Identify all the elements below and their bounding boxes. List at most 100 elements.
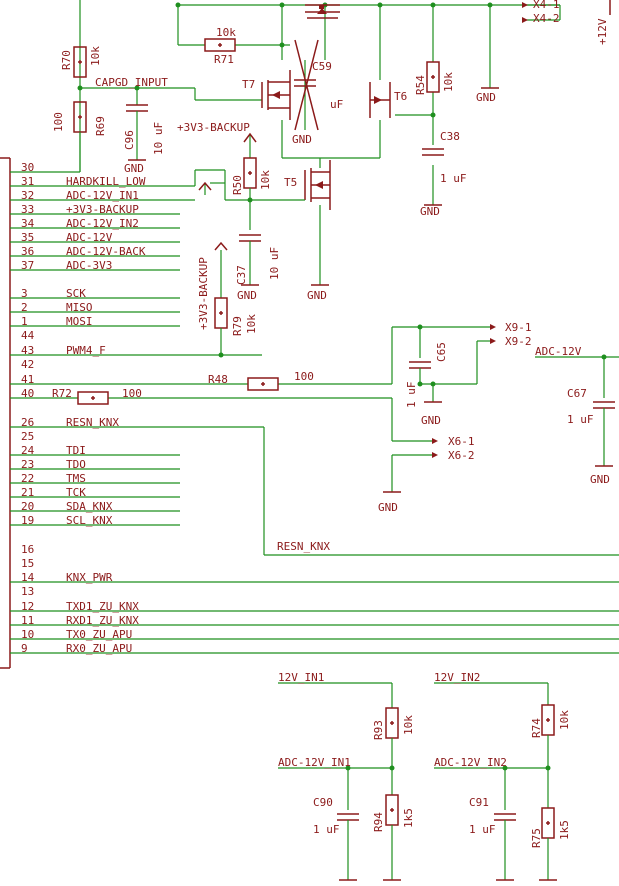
pin-number: 33 [21, 203, 34, 216]
t5-name: T5 [284, 176, 297, 189]
c96-value: 10 uF [152, 122, 165, 155]
resistor-r54: R54 10k [414, 61, 455, 95]
adc12v-label: ADC-12V [535, 345, 582, 358]
pin-number: 37 [21, 259, 34, 272]
c90-name: C90 [313, 796, 333, 809]
pin-number: 43 [21, 344, 34, 357]
gnd-c96: GND [124, 162, 144, 175]
c91-value: 1 uF [469, 823, 496, 836]
r72-name: R72 [52, 387, 72, 400]
c91-name: C91 [469, 796, 489, 809]
r72-value: 100 [122, 387, 142, 400]
pin-number: 31 [21, 175, 34, 188]
adc12v-c67: ADC-12V C67 1 uF GND [535, 345, 619, 486]
r54-name: R54 [414, 75, 427, 95]
pin-label: ADC-12V_IN2 [66, 217, 139, 230]
pin-label: TDO [66, 458, 86, 471]
pin-label: ADC-3V3 [66, 259, 112, 272]
c96-name: C96 [123, 130, 136, 150]
pin-number: 15 [21, 557, 34, 570]
r94-name: R94 [372, 812, 385, 832]
pin-number: 36 [21, 245, 34, 258]
r70-value: 10k [89, 46, 102, 66]
transistor-t6: T6 [369, 82, 407, 118]
pin-number: 16 [21, 543, 34, 556]
x6-2-label: X6-2 [448, 449, 475, 462]
pin-number: 1 [21, 315, 28, 328]
header-x4: X4-1 X4-2 +12V [522, 0, 611, 45]
capacitor-c96: C96 10 uF GND [123, 104, 165, 175]
pin-number: 41 [21, 373, 34, 386]
pin-number: 23 [21, 458, 34, 471]
pin-label: SCL_KNX [66, 514, 113, 527]
c38-name: C38 [440, 130, 460, 143]
transistor-t7: T7 [242, 70, 291, 120]
capacitor-c37: C37 10 uF GND GND [235, 234, 329, 302]
gnd-c65: GND [421, 414, 441, 427]
pin-number: 26 [21, 416, 34, 429]
gnd-c38: GND [420, 205, 440, 218]
divider-in1: 12V_IN1 ADC-12V_IN1 R93 10k C90 1 uF R94… [278, 671, 415, 881]
pin-number: 22 [21, 472, 34, 485]
r75-value: 1k5 [558, 820, 571, 840]
transistor-t5: T5 [284, 160, 331, 210]
resistor-r50: R50 10k [231, 157, 272, 195]
c59-value: uF [330, 98, 343, 111]
pin-label: HARDKILL_LOW [66, 175, 146, 188]
pin-number: 12 [21, 600, 34, 613]
x9-1-label: X9-1 [505, 321, 532, 334]
t5-wiring [10, 132, 321, 285]
pin-label: TDI [66, 444, 86, 457]
gnd-t5: GND [307, 289, 327, 302]
c90-value: 1 uF [313, 823, 340, 836]
pin-number: 32 [21, 189, 34, 202]
pin-number: 19 [21, 514, 34, 527]
pin-label: SCK [66, 287, 86, 300]
pin-number: 9 [21, 642, 28, 655]
pin-label: RX0_ZU_APU [66, 642, 132, 655]
in2-label: 12V_IN2 [434, 671, 480, 684]
r75-name: R75 [530, 828, 543, 848]
gnd-topright-label: GND [476, 91, 496, 104]
r54-value: 10k [442, 72, 455, 92]
pin-label: KNX_PWR [66, 571, 113, 584]
top-transistor [305, 4, 340, 19]
pin-label: TCK [66, 486, 86, 499]
pin-label: +3V3-BACKUP [66, 203, 139, 216]
capacitor-c38: C38 1 uF GND [420, 130, 467, 218]
resistor-r72: R72 100 [52, 387, 142, 405]
c59-name: C59 [312, 60, 332, 73]
v33-backup-mid: +3V3-BACKUP [197, 241, 228, 330]
x4-2-label: X4-2 [533, 12, 560, 25]
c38-value: 1 uF [440, 172, 467, 185]
capgd-input-label: CAPGD_INPUT [95, 76, 168, 89]
r94-value: 1k5 [402, 808, 415, 828]
pin-number: 14 [21, 571, 35, 584]
r79-name: R79 [231, 316, 244, 336]
pin-number: 21 [21, 486, 34, 499]
r48-value: 100 [294, 370, 314, 383]
r74-value: 10k [558, 710, 571, 730]
pin-label: ADC-12V-BACK [66, 245, 146, 258]
c65-value: 1 uF [405, 382, 418, 409]
x4-1-label: X4-1 [533, 0, 560, 11]
r79-value: 10k [245, 314, 258, 334]
r71-value: 10k [216, 26, 236, 39]
c67-name: C67 [567, 387, 587, 400]
gnd-c67: GND [590, 473, 610, 486]
x6-1-label: X6-1 [448, 435, 475, 448]
pin-number: 20 [21, 500, 34, 513]
pin-label: ADC-12V_IN1 [66, 189, 139, 202]
r70-name: R70 [60, 50, 73, 70]
pin-number: 3 [21, 287, 28, 300]
resistor-r48: R48 100 [208, 370, 314, 391]
pin-number: 2 [21, 301, 28, 314]
r48-name: R48 [208, 373, 228, 386]
pin-label: TX0_ZU_APU [66, 628, 132, 641]
c67-value: 1 uF [567, 413, 594, 426]
pin-label: RESN_KNX [66, 416, 119, 429]
gnd-x6: GND [378, 501, 398, 514]
v33-backup-top: +3V3-BACKUP [177, 121, 257, 158]
